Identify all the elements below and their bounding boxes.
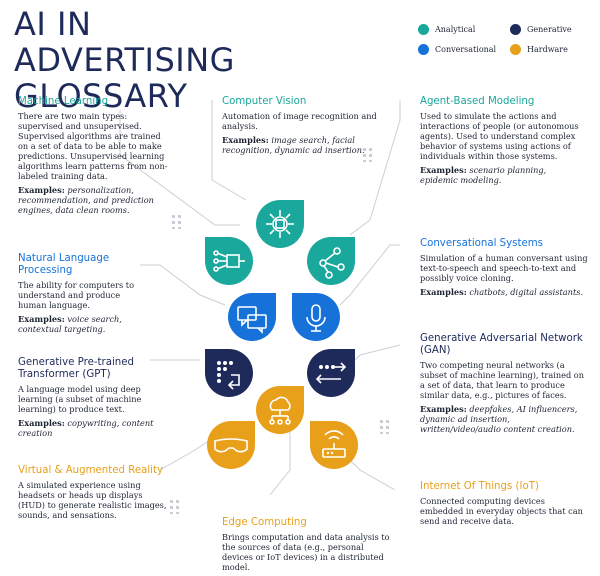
gan-icon: [307, 349, 355, 397]
desc-conversational-systems: Simulation of a human conversant using t…: [420, 253, 588, 283]
block-agent-based-modeling: Agent-Based Modeling Used to simulate th…: [420, 96, 585, 189]
examples-label: Examples:: [420, 404, 467, 414]
examples-text: personalization, recommendation, and pre…: [18, 185, 154, 215]
legend-item-hardware: Hardware: [510, 44, 568, 55]
examples-label: Examples:: [420, 165, 467, 175]
legend-item-generative: Generative: [510, 24, 572, 35]
edge-computing-icon: [256, 386, 304, 434]
heading-gan: Generative Adversarial Network (GAN): [420, 333, 583, 356]
heading-computer-vision: Computer Vision: [222, 96, 307, 107]
block-computer-vision: Computer Vision Automation of image reco…: [222, 96, 382, 159]
examples-text: voice search, contextual targeting.: [18, 314, 122, 334]
legend-dot-icon: [510, 44, 521, 55]
examples-text: scenario planning, epidemic modeling.: [420, 165, 547, 185]
heading-machine-learning: Machine Learning: [18, 96, 109, 107]
desc-gan: Two competing neural networks (a subset …: [420, 360, 584, 400]
connector-gan: [349, 344, 401, 366]
desc-vr-ar: A simulated experience using headsets or…: [18, 480, 167, 520]
examples-nlp: Examples: voice search, contextual targe…: [18, 314, 148, 334]
page-title: AI IN ADVERTISING GLOSSARY: [14, 5, 235, 115]
block-machine-learning: Machine Learning There are two main type…: [18, 96, 168, 219]
dot-grid: [172, 215, 181, 229]
examples-label: Examples:: [18, 418, 65, 428]
agent-based-modeling-icon: [307, 237, 355, 285]
connector-nlp: [140, 264, 226, 306]
examples-text: copywriting, content creation: [18, 418, 154, 438]
block-vr-ar: Virtual & Augmented Reality A simulated …: [18, 465, 168, 524]
legend-label: Generative: [527, 25, 572, 34]
vr-headset-icon: [207, 421, 255, 469]
iot-icon: [310, 421, 358, 469]
desc-computer-vision: Automation of image recognition and anal…: [222, 111, 377, 131]
heading-agent-based-modeling: Agent-Based Modeling: [420, 96, 535, 107]
desc-agent-based-modeling: Used to simulate the actions and interac…: [420, 111, 579, 161]
block-gan: Generative Adversarial Network (GAN) Two…: [420, 333, 590, 438]
heading-iot: Internet Of Things (IoT): [420, 481, 539, 492]
examples-conversational-systems: Examples: chatbots, digital assistants.: [420, 287, 590, 297]
examples-computer-vision: Examples: image search, facial recogniti…: [222, 135, 382, 155]
heading-gpt: Generative Pre-trained Transformer (GPT): [18, 357, 134, 380]
legend-item-analytical: Analytical: [418, 24, 475, 35]
desc-edge-computing: Brings computation and data analysis to …: [222, 532, 390, 572]
gpt-icon: [205, 349, 253, 397]
legend-dot-icon: [418, 44, 429, 55]
heading-nlp: Natural Language Processing: [18, 253, 110, 276]
legend-item-conversational: Conversational: [418, 44, 496, 55]
examples-gpt: Examples: copywriting, content creation: [18, 418, 168, 438]
block-iot: Internet Of Things (IoT) Connected compu…: [420, 481, 585, 530]
connector-vr: [159, 439, 211, 471]
legend-label: Analytical: [435, 25, 476, 34]
dot-grid: [380, 420, 389, 434]
examples-text: deepfakes, AI influencers, dynamic ad in…: [420, 404, 578, 434]
examples-label: Examples:: [18, 314, 65, 324]
examples-text: image search, facial recognition, dynami…: [222, 135, 365, 155]
connector-edge: [269, 420, 291, 496]
dot-grid: [363, 148, 372, 162]
desc-gpt: A language model using deep learning (a …: [18, 384, 142, 414]
legend-dot-icon: [418, 24, 429, 35]
connector-ml: [119, 110, 240, 226]
connector-cs: [339, 244, 400, 306]
examples-text: chatbots, digital assistants.: [469, 287, 584, 297]
connector-cv: [211, 100, 247, 201]
examples-label: Examples:: [18, 185, 65, 195]
legend-label: Hardware: [527, 45, 568, 54]
legend-dot-icon: [510, 24, 521, 35]
examples-label: Examples:: [420, 287, 467, 297]
heading-vr-ar: Virtual & Augmented Reality: [18, 465, 164, 476]
heading-edge-computing: Edge Computing: [222, 517, 307, 528]
examples-agent-based-modeling: Examples: scenario planning, epidemic mo…: [420, 165, 585, 185]
heading-conversational-systems: Conversational Systems: [420, 238, 543, 249]
examples-gan: Examples: deepfakes, AI influencers, dyn…: [420, 404, 590, 434]
connector-abm: [349, 100, 401, 236]
legend-label: Conversational: [435, 45, 497, 54]
natural-language-processing-icon: [228, 293, 276, 341]
desc-machine-learning: There are two main types: supervised and…: [18, 111, 168, 181]
machine-learning-icon: [205, 237, 253, 285]
examples-label: Examples:: [222, 135, 269, 145]
block-conversational-systems: Conversational Systems Simulation of a h…: [420, 238, 590, 301]
desc-iot: Connected computing devices embedded in …: [420, 496, 583, 526]
desc-nlp: The ability for computers to understand …: [18, 280, 135, 310]
block-nlp: Natural Language Processing The ability …: [18, 253, 148, 338]
dot-grid: [170, 500, 179, 514]
examples-machine-learning: Examples: personalization, recommendatio…: [18, 185, 168, 215]
block-gpt: Generative Pre-trained Transformer (GPT)…: [18, 357, 168, 442]
computer-vision-icon: [256, 200, 304, 248]
block-edge-computing: Edge Computing Brings computation and da…: [222, 517, 392, 576]
conversational-systems-icon: [292, 293, 340, 341]
